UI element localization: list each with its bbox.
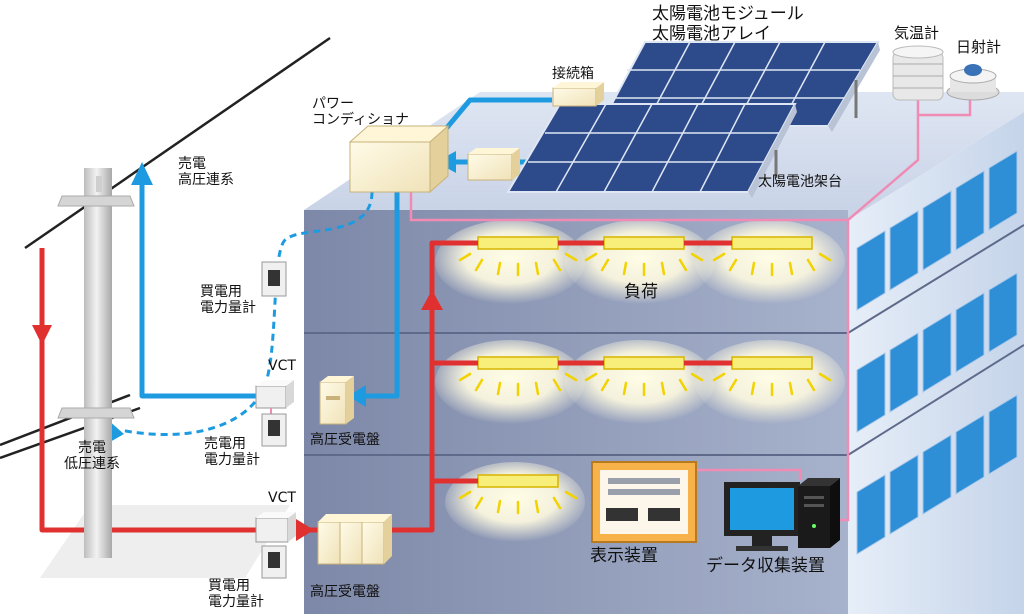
label-sell-low-voltage: 売電 低圧連系 <box>64 440 120 472</box>
label-buy-meter-bottom: 買電用 電力量計 <box>208 578 264 610</box>
label-solar-module: 太陽電池モジュール 太陽電池アレイ <box>652 4 804 44</box>
hv-panel-upper <box>319 376 354 425</box>
vct-lower <box>255 512 296 543</box>
vct-upper <box>255 380 294 409</box>
buy-meter-bottom <box>261 545 287 579</box>
light-rays <box>458 252 832 515</box>
label-junction-box: 接続箱 <box>552 66 594 82</box>
purchase-flow-arrows <box>32 290 443 541</box>
label-hv-panel-lower: 高圧受電盤 <box>310 584 380 600</box>
label-sell-meter: 売電用 電力量計 <box>204 436 260 468</box>
solar-array-front <box>506 103 797 198</box>
sell-meter <box>261 413 287 447</box>
low-voltage-dashed-flow <box>119 191 374 436</box>
pyranometer-device <box>946 64 1000 101</box>
hv-panel-lower <box>317 514 392 565</box>
label-power-conditioner: パワー コンディショナ <box>312 96 410 128</box>
label-hv-panel-upper: 高圧受電盤 <box>310 432 380 448</box>
ground-shadow <box>40 505 290 578</box>
label-pyranometer: 日射計 <box>956 38 1002 56</box>
label-vct-upper: VCT <box>268 358 296 374</box>
display-device <box>591 461 697 543</box>
label-buy-meter-top: 買電用 電力量計 <box>200 284 256 316</box>
label-thermometer: 気温計 <box>894 24 940 42</box>
label-load: 負荷 <box>624 282 658 302</box>
power-conditioner <box>348 124 450 194</box>
buy-meter-top <box>261 261 287 297</box>
junction-box-2 <box>467 148 520 181</box>
junction-box <box>552 82 604 107</box>
data-collector-device <box>724 478 840 551</box>
utility-pole <box>57 168 135 558</box>
label-data-collector: データ収集装置 <box>706 556 825 576</box>
label-solar-mount: 太陽電池架台 <box>758 174 842 190</box>
thermometer-device <box>892 45 944 101</box>
label-display: 表示装置 <box>590 546 658 566</box>
label-sell-high-voltage: 売電 高圧連系 <box>178 156 234 188</box>
side-windows <box>856 150 1018 555</box>
label-vct-lower: VCT <box>268 490 296 506</box>
